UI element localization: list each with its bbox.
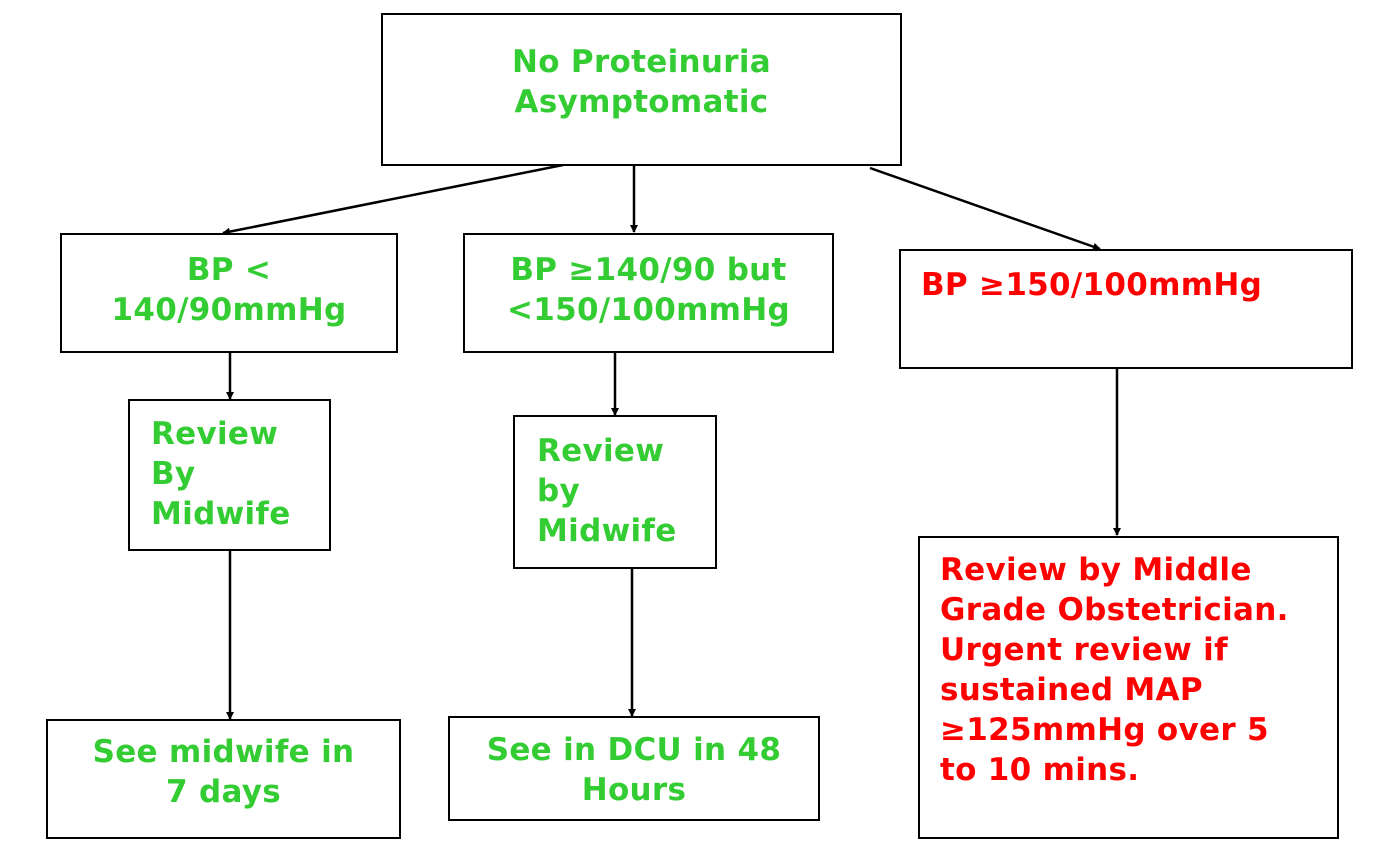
- review-high-line-6: to 10 mins.: [940, 752, 1140, 788]
- arrow-root-to-bp-high: [869, 166, 1101, 251]
- outcome-mid-node: See in DCU in 48 Hours: [448, 716, 820, 821]
- review-mid-node: Review by Midwife: [513, 415, 717, 569]
- review-mid-line-1: Review: [537, 433, 665, 469]
- outcome-low-line-2: 7 days: [166, 774, 281, 810]
- review-high-node: Review by Middle Grade Obstetrician. Urg…: [918, 536, 1339, 839]
- outcome-mid-line-2: Hours: [581, 772, 687, 808]
- root-node-line-1: No Proteinuria: [512, 44, 771, 80]
- bp-high-node: BP ≥150/100mmHg: [899, 249, 1353, 369]
- review-high-line-4: sustained MAP: [940, 672, 1203, 708]
- root-node-no-proteinuria: No Proteinuria Asymptomatic: [381, 13, 902, 166]
- bp-low-node: BP < 140/90mmHg: [60, 233, 398, 353]
- arrow-root-to-bp-low: [222, 163, 564, 236]
- bp-mid-line-1: BP ≥140/90 but: [510, 252, 787, 288]
- review-mid-line-2: by: [537, 473, 580, 509]
- bp-mid-line-2: <150/100mmHg: [506, 292, 791, 328]
- root-node-line-2: Asymptomatic: [514, 84, 769, 120]
- outcome-mid-line-1: See in DCU in 48: [486, 732, 782, 768]
- outcome-low-line-1: See midwife in: [92, 734, 355, 770]
- outcome-low-node: See midwife in 7 days: [46, 719, 401, 839]
- bp-mid-node: BP ≥140/90 but <150/100mmHg: [463, 233, 834, 353]
- review-high-line-3: Urgent review if: [940, 632, 1228, 668]
- review-low-node: Review By Midwife: [128, 399, 331, 551]
- bp-high-line-1: BP ≥150/100mmHg: [921, 267, 1263, 303]
- review-high-line-2: Grade Obstetrician.: [940, 592, 1289, 628]
- review-mid-line-3: Midwife: [537, 513, 677, 549]
- review-high-line-5: ≥125mmHg over 5: [940, 712, 1269, 748]
- bp-low-line-2: 140/90mmHg: [111, 292, 347, 328]
- review-low-line-3: Midwife: [151, 496, 291, 532]
- bp-low-line-1: BP <: [186, 252, 272, 288]
- review-low-line-2: By: [151, 456, 196, 492]
- review-high-line-1: Review by Middle: [940, 552, 1252, 588]
- review-low-line-1: Review: [151, 416, 279, 452]
